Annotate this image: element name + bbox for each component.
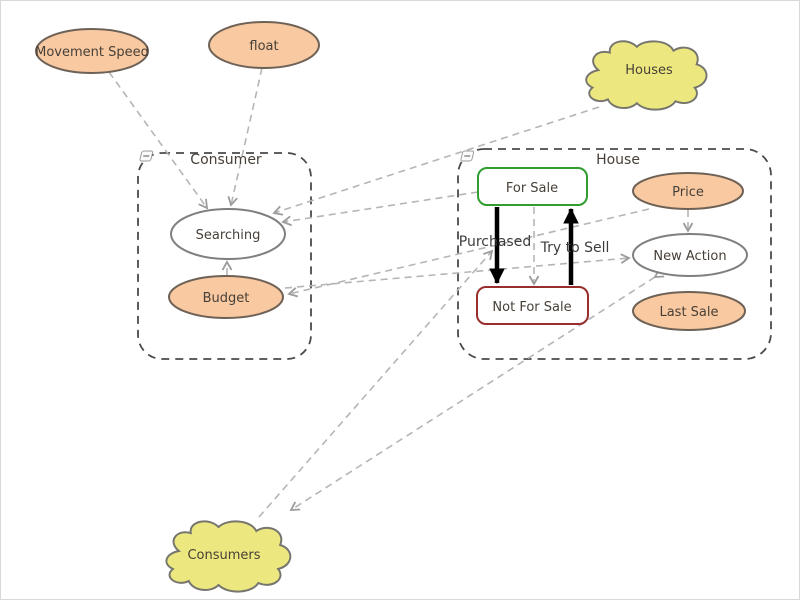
dependency-arrow-new-action-consumers <box>289 268 665 511</box>
state-not-for-sale[interactable] <box>476 286 589 325</box>
node-movement-speed[interactable] <box>35 28 149 74</box>
consumer-agent-container[interactable] <box>137 152 312 360</box>
dependency-arrow-for-sale-to-searching <box>281 191 479 227</box>
consumer-collapse-icon[interactable] <box>139 150 154 162</box>
float-label: float <box>249 39 278 54</box>
house-container-label: House <box>596 152 640 168</box>
dependency-arrow-houses-to-searching <box>272 106 600 216</box>
last-sale-label: Last Sale <box>659 305 718 320</box>
new-action-label: New Action <box>653 249 726 264</box>
houses-label: Houses <box>625 63 673 78</box>
node-last-sale[interactable] <box>632 291 746 331</box>
cloud-houses[interactable] <box>585 40 708 111</box>
budget-label: Budget <box>203 291 250 306</box>
node-searching[interactable] <box>170 208 286 260</box>
dependency-arrow-movement-speed-to-searching <box>108 71 209 210</box>
node-price[interactable] <box>632 172 744 210</box>
dependency-arrow-float-to-searching <box>227 67 263 207</box>
state-for-sale[interactable] <box>477 167 588 206</box>
consumer-container-label: Consumer <box>190 152 262 168</box>
node-new-action[interactable] <box>632 233 748 277</box>
node-budget[interactable] <box>168 275 284 319</box>
searching-label: Searching <box>196 228 261 243</box>
movement-speed-label: Movement Speed <box>35 45 149 60</box>
cloud-consumers[interactable] <box>165 520 292 593</box>
purchased-transition-label: Purchased <box>459 234 531 250</box>
dependency-arrow-budget-to-new-action <box>284 253 631 289</box>
consumers-label: Consumers <box>187 548 260 563</box>
try-to-sell-transition-label: Try to Sell <box>540 240 610 256</box>
price-label: Price <box>672 185 704 200</box>
dependency-arrow-consumers-to-purchased <box>258 249 494 518</box>
not-for-sale-label: Not For Sale <box>492 300 571 315</box>
dependency-arrow-price-to-budget <box>287 208 650 298</box>
node-float[interactable] <box>208 21 320 69</box>
house-collapse-icon[interactable] <box>460 150 475 162</box>
for-sale-label: For Sale <box>506 181 558 196</box>
